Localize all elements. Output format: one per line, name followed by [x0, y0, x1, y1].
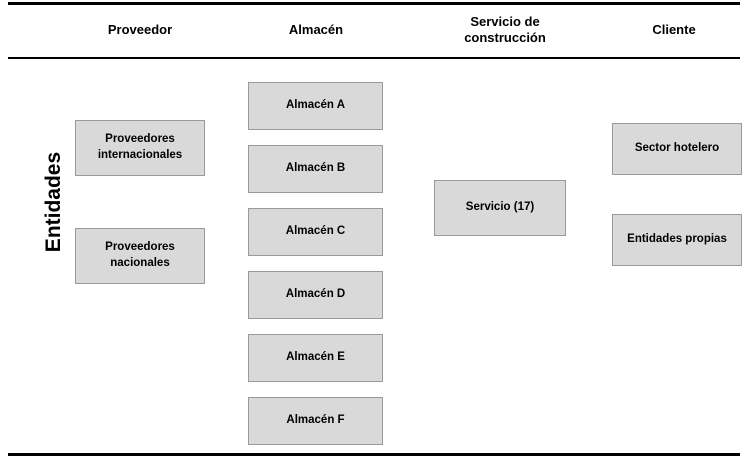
table-top-rule — [8, 2, 740, 5]
column-header-line: Cliente — [652, 22, 696, 37]
entity-box-line: Entidades propias — [627, 233, 727, 246]
column-header-line: Almacén — [288, 22, 344, 37]
column-header-proveedor: Proveedor — [60, 22, 220, 38]
entity-box-line: internacionales — [97, 149, 183, 161]
entity-box-servicio[interactable]: Servicio (17) — [434, 180, 566, 236]
entity-box-line: Almacén C — [285, 225, 346, 238]
entity-box-line: Almacén B — [285, 162, 346, 175]
entity-box-almacen-e[interactable]: Almacén E — [248, 334, 383, 382]
entity-box-proveedores-internacionales[interactable]: Proveedores internacionales — [75, 120, 205, 176]
entity-box-almacen-b[interactable]: Almacén B — [248, 145, 383, 193]
column-header-line: Servicio de — [470, 14, 540, 29]
entity-box-almacen-c[interactable]: Almacén C — [248, 208, 383, 256]
column-header-line: Proveedor — [107, 22, 173, 37]
entity-box-sector-hotelero[interactable]: Sector hotelero — [612, 123, 742, 175]
row-label-entidades: Entidades — [42, 151, 65, 253]
table-header-rule — [8, 57, 740, 59]
entity-box-almacen-d[interactable]: Almacén D — [248, 271, 383, 319]
entity-box-line: Almacén D — [285, 288, 346, 301]
entity-box-line: Almacén F — [286, 414, 345, 427]
column-header-almacen: Almacén — [236, 22, 396, 38]
entity-box-line: Proveedores — [105, 133, 175, 146]
column-header-servicio-de-construccion: Servicio de construcción — [420, 14, 590, 47]
entity-box-text: Proveedores nacionales — [105, 240, 175, 271]
column-header-line: construcción — [464, 30, 546, 46]
entity-box-line: Almacén E — [286, 351, 345, 364]
entity-box-entidades-propias[interactable]: Entidades propias — [612, 214, 742, 266]
entity-box-line: Servicio (17) — [465, 201, 535, 214]
entity-box-line: Sector hotelero — [634, 142, 720, 155]
entity-box-almacen-f[interactable]: Almacén F — [248, 397, 383, 445]
entity-box-proveedores-nacionales[interactable]: Proveedores nacionales — [75, 228, 205, 284]
column-header-cliente: Cliente — [600, 22, 748, 38]
entity-box-line: Proveedores — [105, 241, 175, 254]
entity-box-line: Almacén A — [285, 99, 345, 112]
entity-box-almacen-a[interactable]: Almacén A — [248, 82, 383, 130]
table-bottom-rule — [8, 453, 740, 456]
entity-box-line: nacionales — [110, 257, 170, 269]
entity-box-text: Proveedores internacionales — [98, 132, 182, 163]
